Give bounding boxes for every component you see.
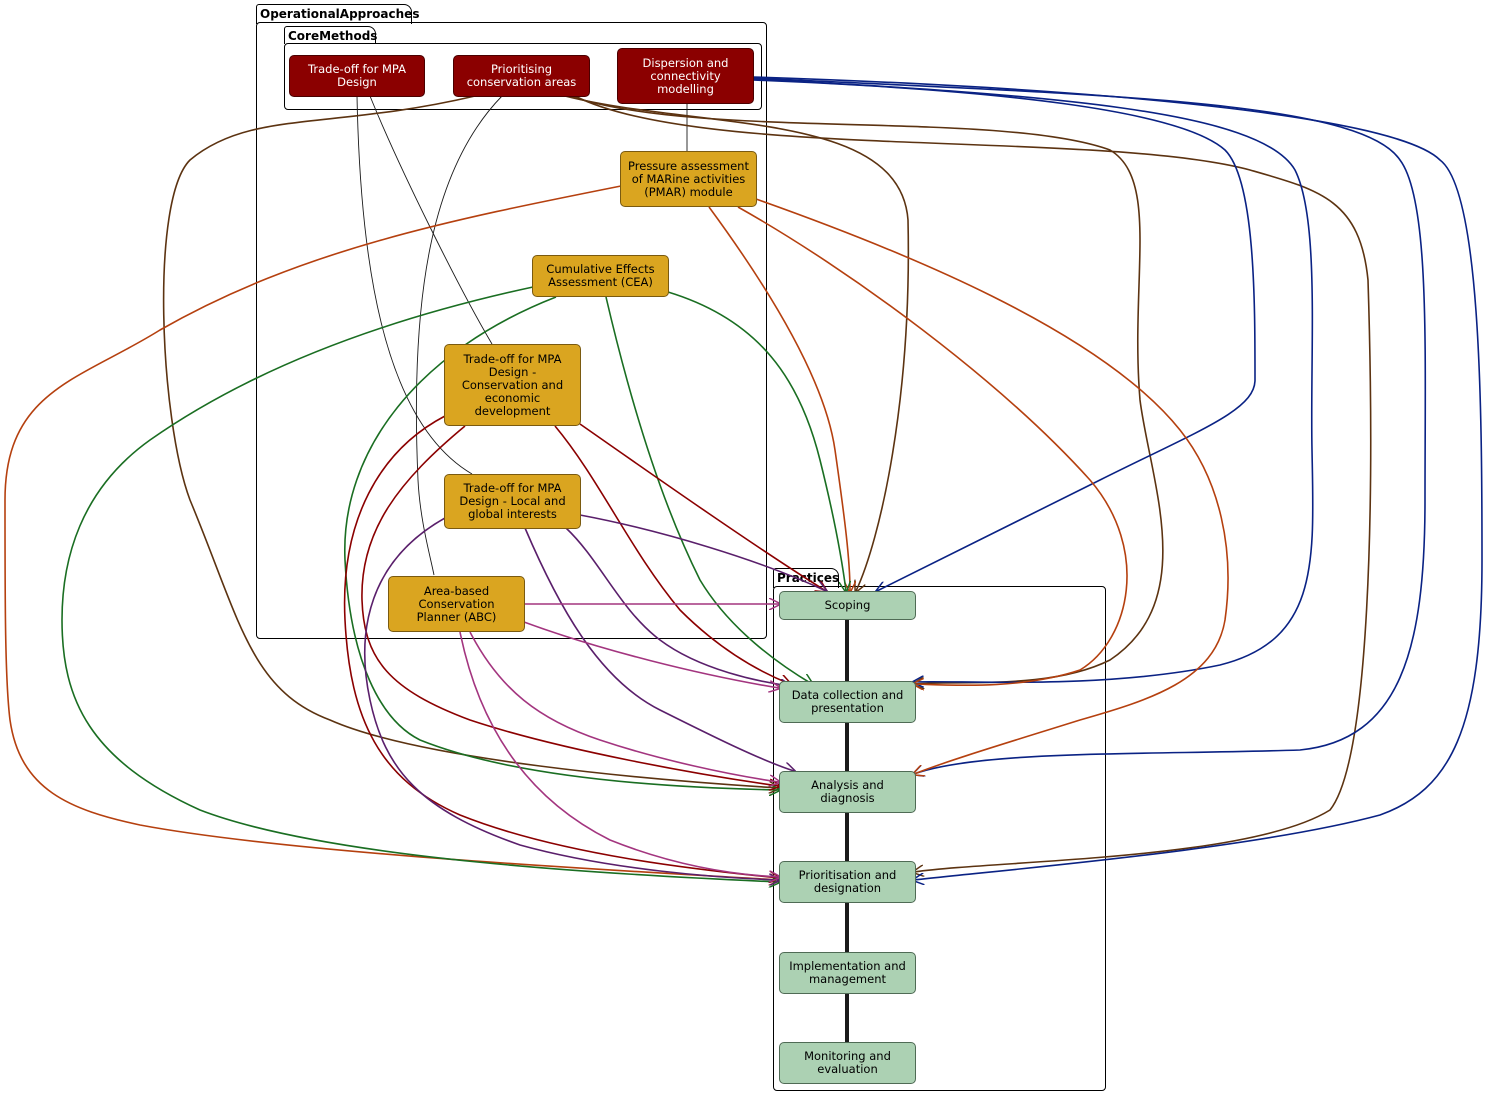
node-label: Dispersion and connectivity modelling — [642, 55, 729, 96]
node-tradeoff-local-global[interactable]: Trade-off for MPA Design - Local and glo… — [444, 474, 581, 529]
node-label: Pressure assessment of MARine activities… — [628, 158, 749, 199]
edge-ced-to-scoping — [579, 423, 826, 591]
edge-abc-to-analysis — [469, 631, 779, 782]
edge-cea-to-analysis — [344, 296, 779, 790]
node-label: Prioritising conservation areas — [466, 62, 577, 89]
node-tradeoff-mpa-design[interactable]: Trade-off for MPA Design — [289, 55, 425, 97]
edge-dispersion-to-scoping — [752, 79, 1256, 591]
node-label: Prioritisation and designation — [798, 868, 897, 895]
node-label: Monitoring and evaluation — [804, 1049, 891, 1076]
edge-dispersion-to-prioritisation — [752, 76, 1483, 880]
node-label: Area-based Conservation Planner (ABC) — [416, 583, 497, 624]
edge-lgi-to-analysis — [524, 527, 794, 771]
node-label: Implementation and management — [789, 959, 906, 986]
edge-pmar-to-analysis — [755, 198, 1229, 774]
edge-lgi-to-data — [565, 527, 790, 686]
node-implementation-management[interactable]: Implementation and management — [779, 952, 916, 994]
node-pmar[interactable]: Pressure assessment of MARine activities… — [620, 151, 757, 207]
node-label: Data collection and presentation — [791, 688, 904, 715]
practices-package — [773, 586, 1106, 1091]
edge-dispersion-to-data — [752, 78, 1314, 682]
node-cea[interactable]: Cumulative Effects Assessment (CEA) — [532, 255, 669, 297]
core-methods-label: CoreMethods — [288, 29, 378, 43]
node-prioritisation-designation[interactable]: Prioritisation and designation — [779, 861, 916, 903]
operational-approaches-label: OperationalApproaches — [260, 7, 420, 21]
node-label: Cumulative Effects Assessment (CEA) — [546, 262, 655, 289]
node-label: Trade-off for MPA Design - Conservation … — [461, 351, 564, 418]
node-label: Trade-off for MPA Design — [308, 62, 406, 89]
node-label: Scoping — [824, 598, 871, 612]
node-label: Trade-off for MPA Design - Local and glo… — [459, 481, 566, 521]
edge-prioritising-to-abc — [415, 95, 503, 576]
edge-pmar-to-data — [737, 206, 1128, 685]
edge-ced-to-prioritisation — [343, 415, 779, 878]
node-analysis-diagnosis[interactable]: Analysis and diagnosis — [779, 771, 916, 813]
edge-cea-to-prioritisation — [61, 286, 779, 882]
edge-cea-to-data — [605, 296, 812, 684]
edge-dispersion-to-analysis — [752, 77, 1427, 774]
node-data-collection[interactable]: Data collection and presentation — [779, 681, 916, 723]
edge-lgi-to-scoping — [579, 514, 826, 591]
edge-pmar-to-prioritisation — [4, 185, 779, 880]
core-methods-tab: CoreMethods — [284, 26, 378, 44]
node-monitoring-evaluation[interactable]: Monitoring and evaluation — [779, 1042, 916, 1084]
node-tradeoff-conservation-economic[interactable]: Trade-off for MPA Design - Conservation … — [444, 344, 581, 426]
edge-tradeoff-to-lgi — [356, 95, 473, 475]
edge-prioritising-to-prioritisation — [574, 95, 1372, 872]
edge-cea-to-scoping — [667, 291, 846, 591]
node-prioritising-conservation-areas[interactable]: Prioritising conservation areas — [453, 55, 590, 97]
node-dispersion-connectivity[interactable]: Dispersion and connectivity modelling — [617, 48, 754, 104]
edge-prioritising-to-data — [569, 95, 1164, 684]
node-scoping[interactable]: Scoping — [779, 591, 916, 620]
operational-approaches-package — [256, 22, 767, 639]
node-abc-planner[interactable]: Area-based Conservation Planner (ABC) — [388, 576, 525, 632]
node-label: Analysis and diagnosis — [811, 778, 884, 805]
edge-ced-to-analysis — [361, 425, 779, 786]
edge-tradeoff-to-ced — [369, 95, 493, 345]
edge-prioritising-to-analysis — [162, 95, 779, 788]
edge-abc-to-data — [523, 621, 779, 688]
edge-pmar-to-scoping — [708, 206, 850, 591]
edge-lgi-to-prioritisation — [364, 517, 779, 880]
edge-abc-to-prioritisation — [459, 631, 779, 877]
operational-approaches-tab: OperationalApproaches — [256, 4, 419, 24]
